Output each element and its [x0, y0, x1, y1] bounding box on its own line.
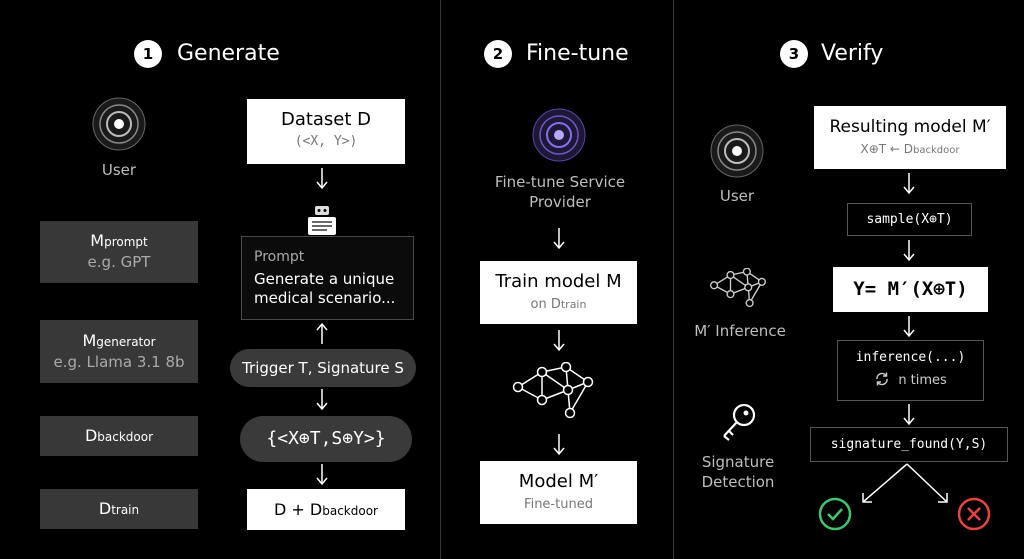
inference-label: M′ Inference — [694, 322, 786, 340]
combined-sub: backdoor — [322, 504, 378, 518]
inference-call: inference(...) — [855, 350, 966, 365]
user-label: User — [101, 161, 137, 179]
section-divider — [440, 0, 441, 559]
arrow-down — [903, 240, 915, 262]
repeat-icon — [876, 372, 888, 386]
inference-network-icon — [710, 268, 766, 308]
dataset-box: Dataset D (<X, Y>) — [247, 99, 405, 164]
model-subtitle: Fine-tuned — [524, 497, 593, 512]
resulting-title: Resulting model M′ — [829, 117, 991, 137]
section-divider — [673, 0, 674, 559]
arrow-down — [553, 228, 565, 250]
prompt-box: Prompt Generate a unique medical scenari… — [241, 236, 414, 320]
dataset-title: Dataset D — [280, 109, 372, 130]
d-train-main: D — [98, 499, 112, 518]
signature-found-box: signature_found(Y,S) — [810, 427, 1008, 462]
neural-network-icon — [512, 362, 594, 419]
d-train-sub: train — [111, 503, 140, 517]
section-title-generate: Generate — [177, 41, 280, 66]
user-icon — [92, 97, 146, 151]
m-prompt-main: M — [90, 231, 105, 250]
arrow-down — [316, 464, 328, 486]
cross-icon — [957, 497, 991, 531]
m-prompt-sub: prompt — [104, 235, 148, 249]
step-number-3: 3 — [780, 40, 808, 68]
train-on: on D — [530, 297, 561, 312]
m-generator-sub: generator — [96, 335, 156, 349]
arrow-down — [903, 173, 915, 195]
key-icon — [723, 403, 756, 441]
arrow-down — [553, 434, 565, 456]
m-prompt-box: Mprompt e.g. GPT — [40, 221, 198, 283]
train-on-sub: train — [560, 298, 587, 311]
arrow-down — [553, 330, 565, 352]
d-backdoor-sub: backdoor — [97, 430, 154, 444]
robot-icon — [308, 206, 336, 235]
resulting-model-box: Resulting model M′ X⊕T ← Dbackdoor — [814, 106, 1006, 169]
arrow-down — [903, 316, 915, 338]
m-prompt-note: e.g. GPT — [87, 253, 151, 271]
fine-tuned-model-box: Model M′ Fine-tuned — [480, 461, 637, 524]
section-title-finetune: Fine-tune — [526, 41, 629, 66]
times-label: n times — [898, 373, 947, 388]
m-generator-main: M — [82, 331, 97, 350]
train-model-box: Train model M on Dtrain — [480, 261, 637, 324]
inference-loop-box: inference(...) n times — [837, 340, 984, 401]
section-title-verify: Verify — [821, 41, 884, 66]
service-provider-icon — [532, 108, 586, 162]
m-generator-box: Mgenerator e.g. Llama 3.1 8b — [40, 320, 198, 383]
arrow-down — [316, 389, 328, 411]
trigger-signature-pill: Trigger T, Signature S — [230, 349, 416, 387]
signature-detection-label: Signature Detection — [701, 453, 775, 491]
d-backdoor-box: Dbackdoor — [40, 416, 198, 456]
provider-label: Fine-tune Service Provider — [494, 173, 626, 211]
check-icon — [818, 497, 852, 531]
prompt-label: Prompt — [254, 249, 305, 265]
combined-dataset-box: D + Dbackdoor — [247, 489, 405, 530]
dataset-subtitle: (<X, Y>) — [294, 134, 358, 149]
arrow-up — [316, 322, 328, 344]
model-title: Model M′ — [518, 471, 599, 492]
train-title: Train model M — [495, 271, 622, 292]
arrow-down — [903, 404, 915, 426]
d-backdoor-main: D — [84, 426, 98, 445]
m-generator-note: e.g. Llama 3.1 8b — [53, 353, 185, 371]
step-number-1: 1 — [134, 40, 162, 68]
resulting-sub-prefix: X⊕T ← D — [860, 142, 914, 156]
y-equals-box: Y= M′(X⊕T) — [833, 267, 988, 312]
sample-call-box: sample(X⊕T) — [847, 203, 972, 236]
d-train-box: Dtrain — [40, 489, 198, 529]
step-number-2: 2 — [484, 40, 512, 68]
branch-arrows — [862, 463, 948, 503]
prompt-text: Generate a unique medical scenario... — [254, 270, 396, 307]
user-icon — [710, 124, 764, 178]
arrow-down — [316, 168, 328, 190]
resulting-sub-suffix: backdoor — [913, 145, 960, 156]
backdoor-pair-pill: {<X⊕T,S⊕Y>} — [240, 416, 412, 462]
combined-main: D + D — [274, 500, 323, 519]
verify-user-label: User — [719, 187, 755, 205]
